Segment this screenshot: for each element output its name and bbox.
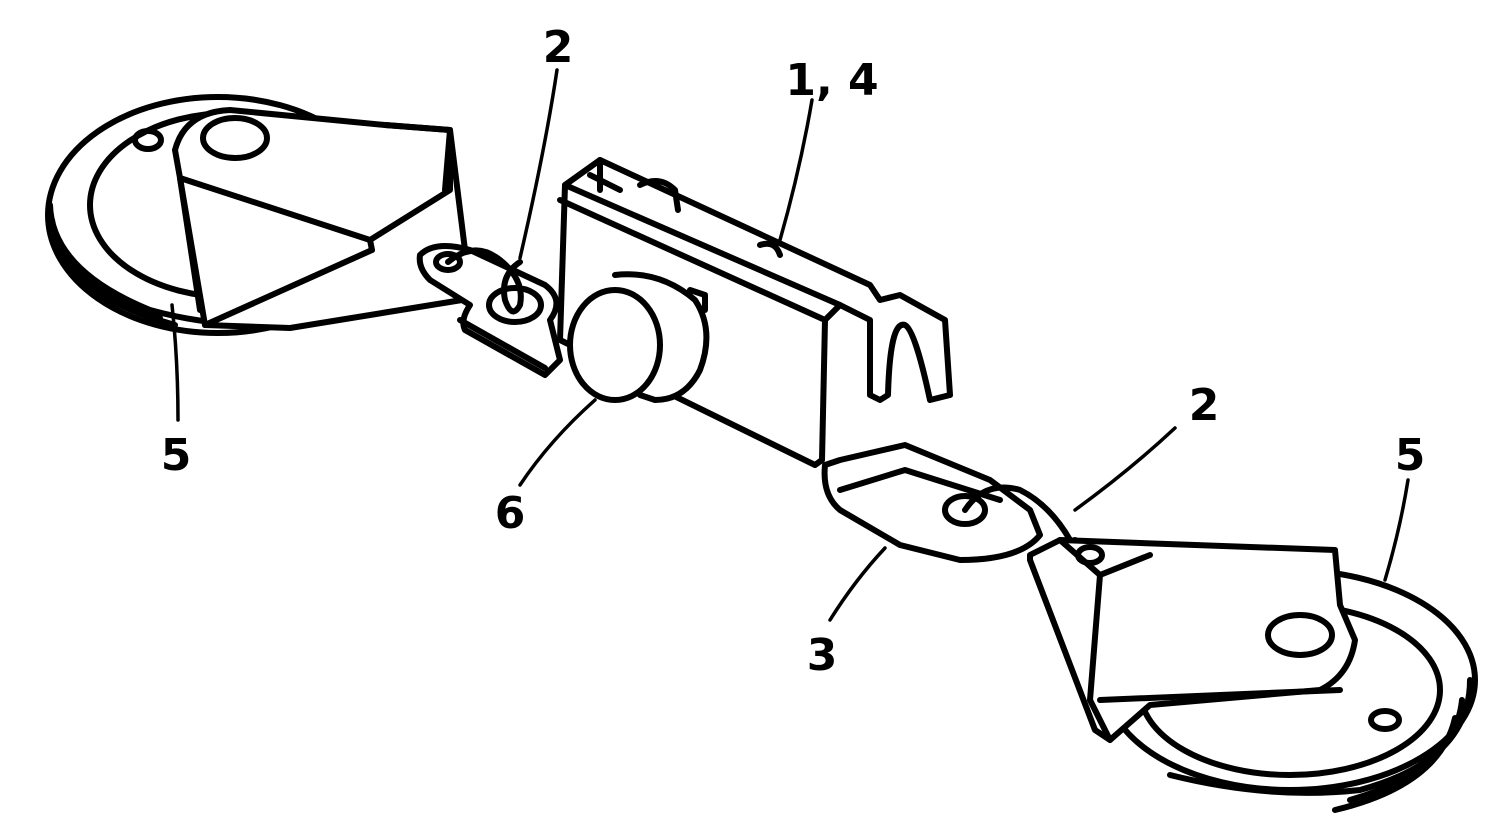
callout-5-right: 5 [1395,430,1426,481]
callout-3: 3 [807,630,838,681]
leader-2-top [518,68,559,260]
left-pulley-housing [172,107,473,331]
callout-2-top: 2 [543,22,574,73]
callout-5-left: 5 [161,430,192,481]
right-pulley-housing [1027,537,1358,743]
callout-1-4: 1, 4 [785,55,878,106]
leader-5-right [1383,478,1410,582]
leader-1-4 [778,98,814,242]
callout-2-right: 2 [1189,380,1220,431]
leader-lines [170,68,1410,622]
lower-bracket-foot [821,442,1043,563]
leader-2-right [1073,426,1177,512]
knob [567,271,710,403]
leader-5-left [170,303,180,422]
leader-6 [518,398,597,487]
left-wire-link [445,247,524,315]
leader-3 [828,546,887,622]
main-bracket [557,157,953,468]
callout-6: 6 [495,488,526,539]
left-strap [416,243,563,378]
